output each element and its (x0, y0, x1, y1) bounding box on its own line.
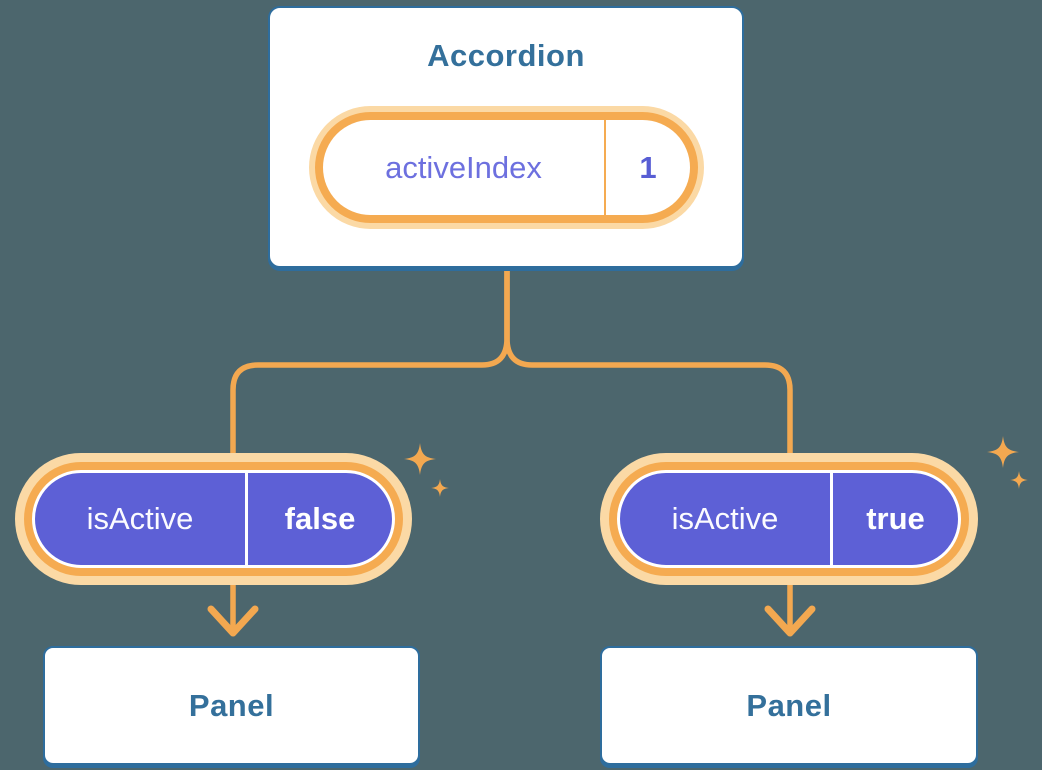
state-pill-divider (604, 120, 606, 215)
state-value-label: 1 (639, 149, 657, 185)
sparkle-icon (404, 443, 436, 475)
state-name-label: activeIndex (385, 149, 542, 185)
sparkle-icon (431, 479, 449, 497)
prop-pill-divider (245, 473, 248, 565)
prop-name-label: isActive (86, 501, 194, 536)
sparkle-icon (987, 436, 1019, 468)
state-pill-body: activeIndex 1 (323, 120, 690, 215)
sparkle-icon (1010, 471, 1028, 489)
arrow-down-icon (764, 605, 816, 637)
accordion-title: Accordion (427, 38, 585, 73)
panel-card-right: Panel (600, 646, 978, 765)
prop-value-label: true (866, 501, 925, 536)
state-pill: activeIndex 1 (309, 106, 704, 229)
prop-value-label: false (284, 501, 356, 536)
prop-pill-isactive-false: isActive false (15, 453, 412, 585)
connector-right-branch (504, 266, 793, 633)
prop-pill-body: isActive true (617, 470, 961, 568)
panel-card-left: Panel (43, 646, 420, 765)
prop-pill-isactive-true: isActive true (600, 453, 978, 585)
prop-pill-divider (830, 473, 833, 565)
prop-name-label: isActive (671, 501, 779, 536)
accordion-card: Accordion activeIndex 1 (268, 6, 744, 268)
arrow-down-icon (207, 605, 259, 637)
panel-title: Panel (188, 687, 275, 723)
prop-pill-body: isActive false (32, 470, 395, 568)
panel-title: Panel (746, 687, 832, 723)
